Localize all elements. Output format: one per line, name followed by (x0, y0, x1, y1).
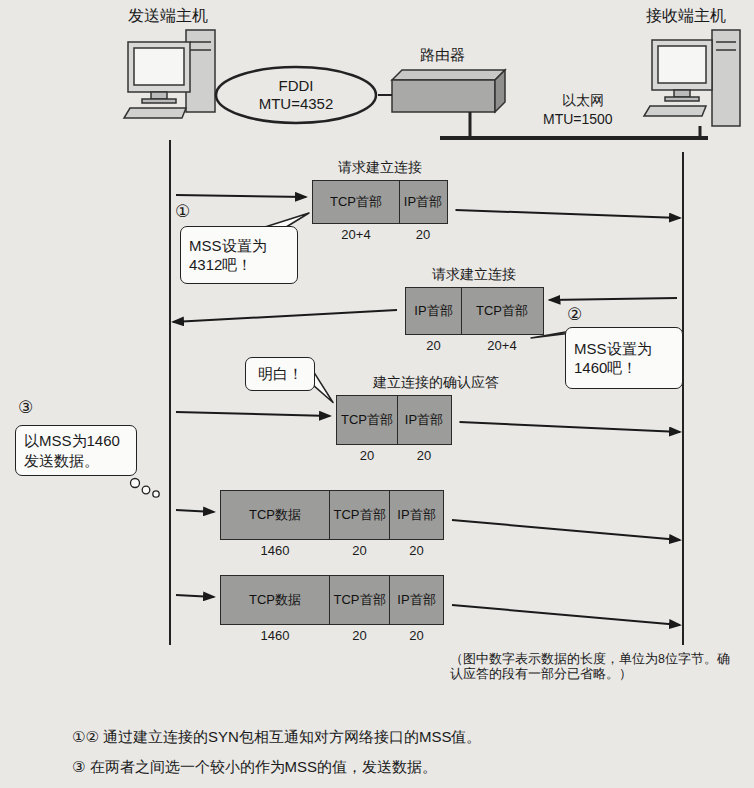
note: （图中数字表示数据的长度，单位为8位字节。确认应答的段有一部分已省略。） (450, 652, 732, 682)
node-text: MSS设置为1460吧！ (574, 339, 674, 378)
header-cell: TCP首部 (329, 490, 391, 540)
ethernet-drop (699, 126, 702, 138)
message-arrow (550, 298, 678, 300)
node-text: IP首部 (404, 193, 442, 211)
node-text: MSS设置为4312吧！ (189, 236, 289, 275)
speech-callout: 明白！ (245, 357, 315, 391)
message-arrow (176, 510, 214, 512)
thought-bubble (142, 486, 150, 494)
node-text: IP首部 (414, 302, 452, 320)
router (392, 70, 505, 112)
length-value: 20+4 (341, 227, 370, 243)
mtu-value: MTU=1500 (543, 111, 613, 128)
length-value: 20 (352, 628, 366, 644)
header-cell: IP首部 (405, 287, 462, 335)
length-value: 20 (352, 543, 366, 559)
sender-computer (124, 30, 215, 118)
packet-heading: 建立连接的确认应答 (373, 374, 499, 391)
sender-timeline (169, 140, 171, 645)
node-text: TCP数据 (249, 591, 301, 609)
node-text: TCP首部 (334, 591, 386, 609)
link-line (378, 94, 392, 96)
thought-bubble (131, 479, 140, 488)
node-text: 以MSS为1460发送数据。 (24, 431, 128, 470)
message-arrow (452, 520, 680, 540)
header-cell: TCP首部 (312, 180, 400, 224)
thought-bubble (153, 491, 159, 497)
receiver-timeline (682, 152, 684, 645)
message-arrow (176, 595, 214, 597)
callout-number: ① (175, 202, 190, 222)
speech-callout: MSS设置为4312吧！ (180, 226, 298, 284)
network-name: 以太网 (562, 92, 604, 109)
callout-tail (265, 213, 309, 227)
node-text: TCP首部 (330, 193, 382, 211)
host-name: 接收端主机 (646, 6, 726, 25)
speech-callout: MSS设置为1460吧！ (565, 327, 683, 389)
length-value: 20 (417, 448, 431, 464)
caption-line: ①② 通过建立连接的SYN包相互通知对方网络接口的MSS值。 (72, 728, 481, 746)
data-cell: TCP数据 (220, 490, 330, 540)
message-arrow (460, 422, 681, 432)
caption-line: ③ 在两者之间选一个较小的作为MSS的值，发送数据。 (72, 758, 437, 776)
node-text: 明白！ (258, 364, 303, 384)
node-text: IP首部 (397, 591, 435, 609)
message-arrow (173, 310, 397, 322)
data-cell: TCP数据 (220, 575, 330, 625)
length-value: 1460 (261, 628, 290, 644)
node-text: IP首部 (397, 506, 435, 524)
packet-heading: 请求建立连接 (432, 266, 516, 283)
node-text: TCP数据 (249, 506, 301, 524)
callout-number: ② (567, 305, 582, 325)
node-text: TCP首部 (334, 506, 386, 524)
header-cell: TCP首部 (336, 395, 398, 445)
header-cell: IP首部 (397, 395, 452, 445)
network-ring: FDDI MTU=4352 (214, 65, 378, 125)
ethernet-drop (469, 112, 472, 138)
message-arrow (176, 195, 306, 197)
length-value: 20 (416, 227, 430, 243)
ethernet-bus (440, 136, 708, 140)
header-cell: TCP首部 (329, 575, 391, 625)
header-cell: TCP首部 (461, 287, 544, 335)
length-value: 20 (409, 628, 423, 644)
callout-number: ③ (18, 398, 33, 418)
callout-tail (314, 372, 333, 402)
receiver-computer (644, 30, 740, 126)
device-name: 路由器 (420, 46, 465, 64)
length-value: 20+4 (487, 338, 516, 354)
length-value: 20 (426, 338, 440, 354)
message-arrow (456, 210, 681, 218)
length-value: 1460 (261, 543, 290, 559)
header-cell: IP首部 (399, 180, 448, 224)
length-value: 20 (360, 448, 374, 464)
header-cell: IP首部 (389, 490, 444, 540)
node-text: FDDI MTU=4352 (254, 77, 338, 113)
message-arrow (452, 605, 680, 625)
node-text: TCP首部 (341, 411, 393, 429)
packet-heading: 请求建立连接 (338, 159, 422, 176)
length-value: 20 (409, 543, 423, 559)
host-name: 发送端主机 (128, 6, 208, 25)
node-text: IP首部 (405, 411, 443, 429)
thought-callout: 以MSS为1460发送数据。 (15, 425, 137, 476)
node-text: TCP首部 (476, 302, 528, 320)
header-cell: IP首部 (389, 575, 444, 625)
message-arrow (176, 412, 330, 416)
